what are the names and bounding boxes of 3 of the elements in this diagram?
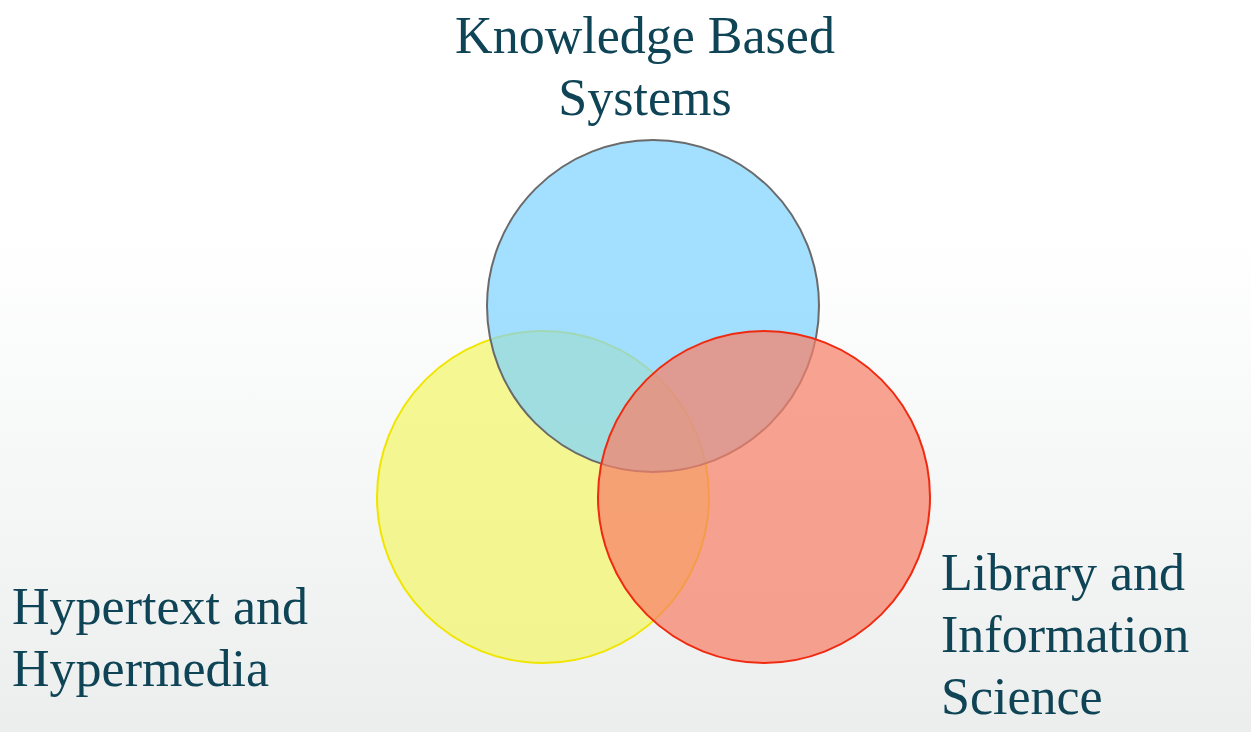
circle-label: Hypertext and Hypermedia [12, 577, 309, 699]
circle-label: Knowledge Based Systems [454, 6, 836, 128]
circle-label: Library and Information Science [941, 543, 1191, 727]
